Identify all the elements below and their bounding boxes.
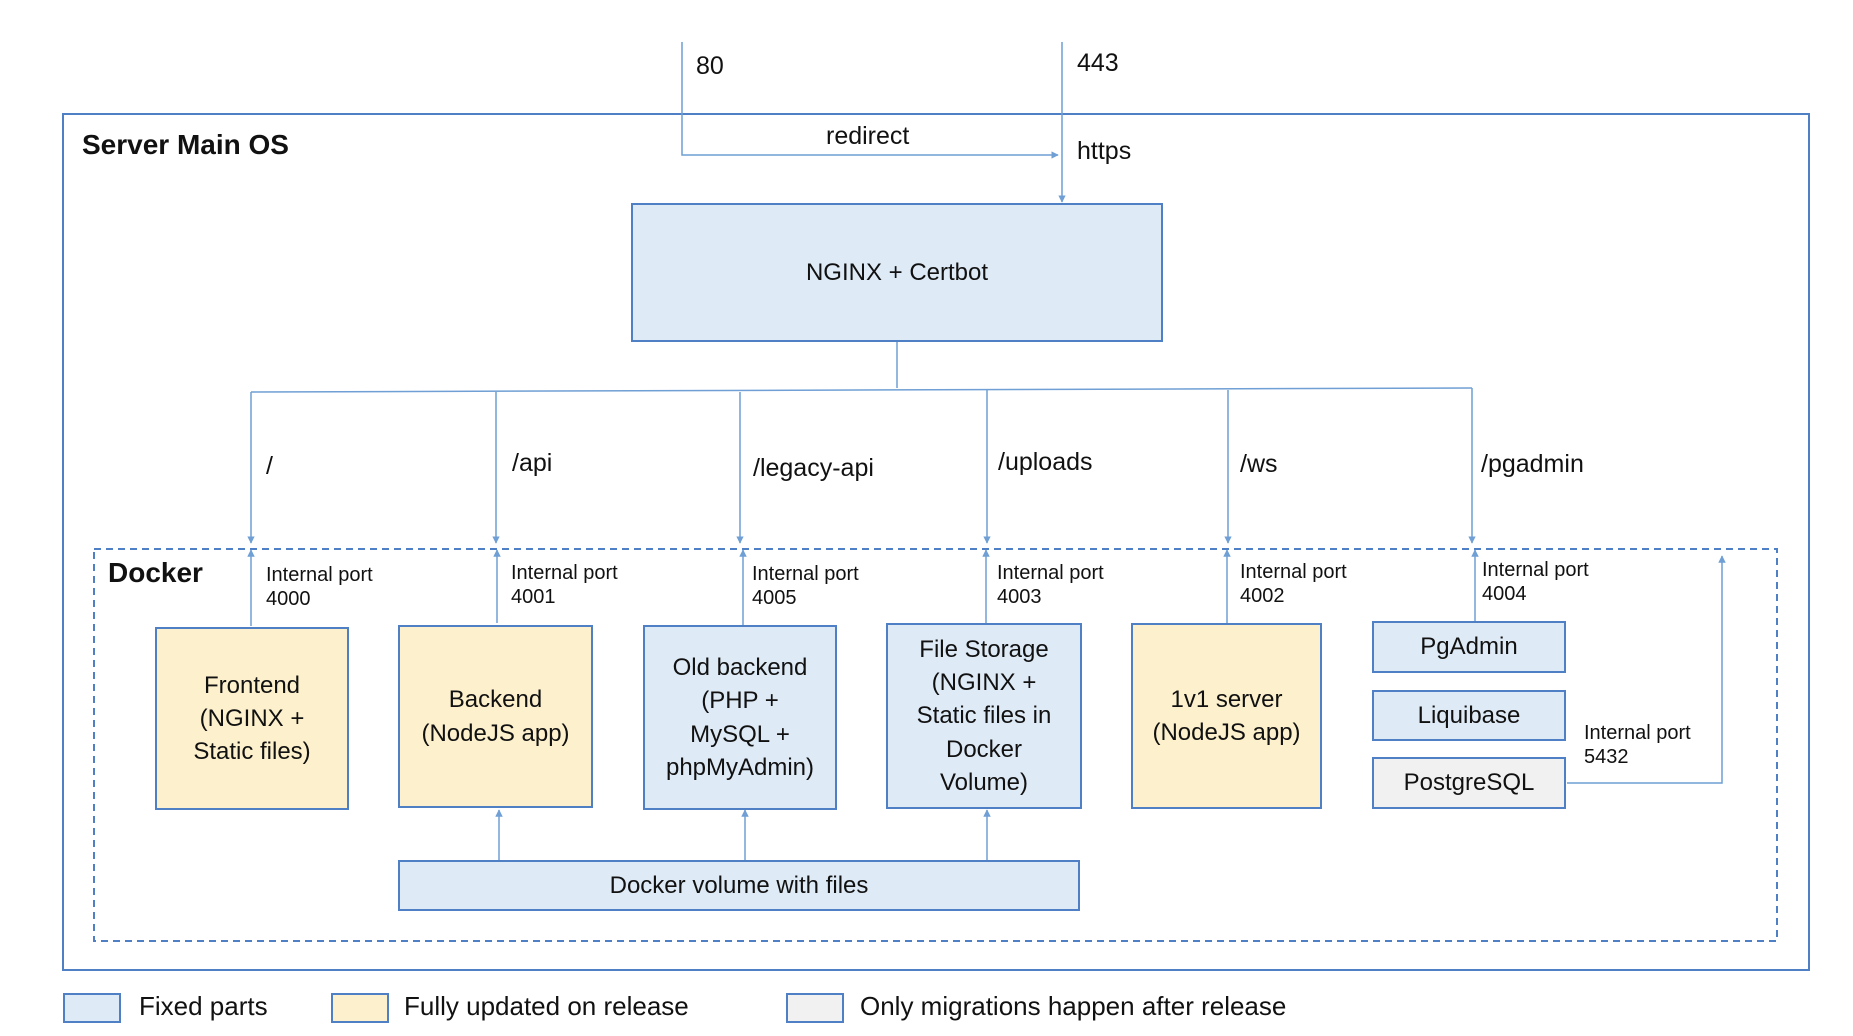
internal-port-label: Internal port 4004 bbox=[1482, 559, 1589, 605]
route-label-pgadmin: /pgadmin bbox=[1481, 450, 1584, 478]
internal-port-label: Internal port 4000 bbox=[266, 564, 373, 610]
docker-frame bbox=[93, 548, 1778, 942]
redirect-label: redirect bbox=[826, 122, 910, 150]
port-80-line bbox=[681, 42, 1059, 159]
docker-volume-box: Docker volume with files bbox=[398, 860, 1080, 911]
backend-box: Backend (NodeJS app) bbox=[398, 625, 593, 808]
port-443-label: 443 bbox=[1077, 49, 1119, 77]
internal-port-label: Internal port 4005 bbox=[752, 563, 859, 609]
liquibase-box: Liquibase bbox=[1372, 690, 1566, 741]
route-label-uploads: /uploads bbox=[998, 448, 1093, 476]
postgres-link bbox=[1567, 555, 1726, 784]
legend-label-fully-updated: Fully updated on release bbox=[404, 991, 689, 1021]
1v1-server-box: 1v1 server (NodeJS app) bbox=[1131, 623, 1322, 809]
route-label-legacy-api: /legacy-api bbox=[753, 454, 874, 482]
legend-swatch-fixed bbox=[63, 993, 121, 1023]
https-label: https bbox=[1077, 137, 1132, 165]
frontend-box: Frontend (NGINX + Static files) bbox=[155, 627, 349, 810]
route-label-api: /api bbox=[512, 449, 553, 477]
server-frame bbox=[62, 113, 1810, 971]
port-80-label: 80 bbox=[696, 52, 724, 80]
internal-port-label: Internal port 4001 bbox=[511, 562, 618, 608]
nginx-certbot-box: NGINX + Certbot bbox=[631, 203, 1163, 342]
route-label-root: / bbox=[266, 452, 273, 480]
docker-title: Docker bbox=[108, 557, 203, 588]
internal-port-label: Internal port 5432 bbox=[1584, 722, 1691, 768]
old-backend-box: Old backend (PHP + MySQL + phpMyAdmin) bbox=[643, 625, 837, 810]
internal-port-label: Internal port 4003 bbox=[997, 562, 1104, 608]
pgadmin-box: PgAdmin bbox=[1372, 621, 1566, 673]
server-title: Server Main OS bbox=[82, 129, 289, 160]
legend-label-fixed: Fixed parts bbox=[139, 991, 268, 1021]
legend-swatch-fully-updated bbox=[331, 993, 389, 1023]
route-label-ws: /ws bbox=[1240, 450, 1278, 478]
distribution-bus bbox=[250, 387, 1473, 393]
internal-port-label: Internal port 4002 bbox=[1240, 561, 1347, 607]
postgresql-box: PostgreSQL bbox=[1372, 757, 1566, 809]
legend-swatch-migrations bbox=[786, 993, 844, 1023]
legend-label-migrations: Only migrations happen after release bbox=[860, 991, 1287, 1021]
file-storage-box: File Storage (NGINX + Static files in Do… bbox=[886, 623, 1082, 809]
